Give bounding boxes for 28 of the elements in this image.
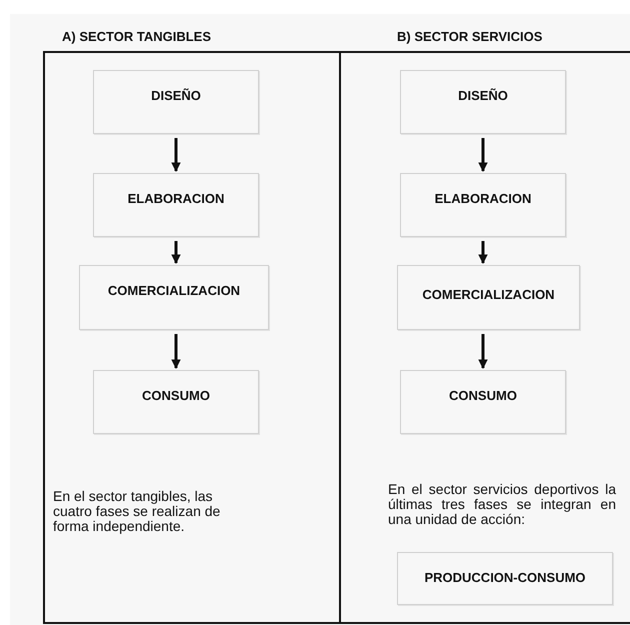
phase-box <box>400 370 566 434</box>
column-heading: A) SECTOR TANGIBLES <box>62 29 212 44</box>
arrow <box>171 334 181 369</box>
phase-label: COMERCIALIZACION <box>106 283 242 298</box>
phase-label: PRODUCCION-CONSUMO <box>423 570 587 585</box>
phase-label: CONSUMO <box>141 388 211 403</box>
phase-label: DISEÑO <box>150 88 202 103</box>
arrow <box>171 138 181 172</box>
phase-box <box>93 70 259 134</box>
arrow <box>171 241 181 264</box>
arrow <box>478 334 488 369</box>
phase-box <box>400 173 566 237</box>
arrow <box>478 241 488 264</box>
phase-label: CONSUMO <box>448 388 518 403</box>
arrow <box>478 138 488 172</box>
phase-box <box>397 552 613 605</box>
phase-box <box>397 265 580 330</box>
note-paragraph: En el sector tangibles, las cuatro fases se realizan de forma independiente. <box>53 489 222 534</box>
phase-label: DISEÑO <box>457 88 509 103</box>
phase-label: ELABORACION <box>434 191 532 206</box>
column-heading: B) SECTOR SERVICIOS <box>397 29 542 44</box>
phase-label: COMERCIALIZACION <box>421 287 556 302</box>
note-paragraph: En el sector servicios deportivos la últimas tres fases se integran en una unidad de acción: <box>388 482 616 527</box>
phase-label: ELABORACION <box>126 191 226 206</box>
phase-box <box>400 70 566 134</box>
phase-box <box>93 370 259 434</box>
phase-box <box>79 265 269 330</box>
phase-box <box>93 173 259 237</box>
